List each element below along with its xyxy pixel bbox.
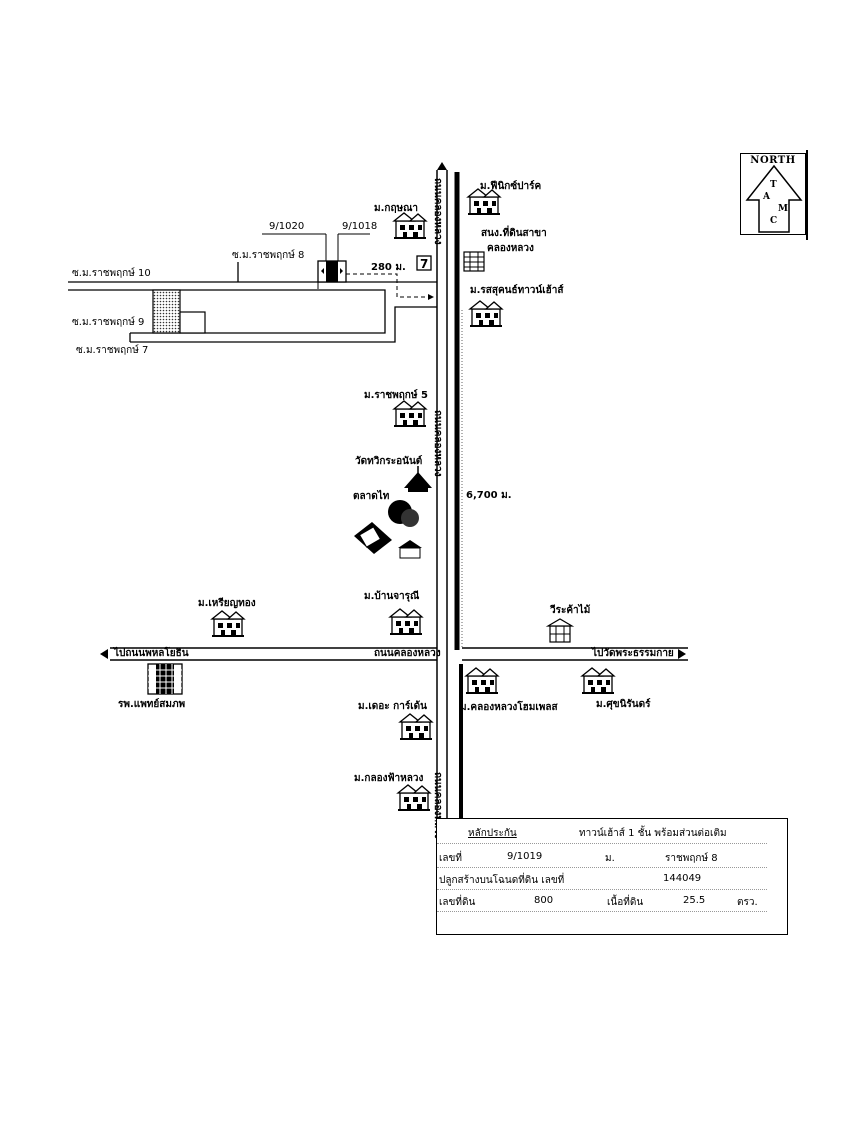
property-type: ทาวน์เฮ้าส์ 1 ชั้น พร้อมส่วนต่อเติม (579, 828, 727, 839)
house-icon (389, 608, 423, 635)
north-letter: A (763, 192, 770, 202)
shop-building-icon (545, 618, 575, 643)
village-value: ราชพฤกษ์ 8 (665, 853, 718, 864)
north-arrow-box: NORTH T A M C (740, 153, 806, 235)
label-land-office: สนง.ที่ดินสาขา (481, 228, 547, 239)
svg-text:7: 7 (420, 257, 428, 271)
label-market: ตลาดไท (353, 491, 390, 502)
market-icon (354, 500, 422, 559)
house-icon (397, 784, 431, 811)
road-north-arrow (437, 162, 447, 170)
house-icon (399, 713, 433, 740)
land-no-label: เลขที่ดิน (439, 897, 476, 908)
store-icon (416, 255, 432, 271)
north-letter: M (778, 204, 788, 214)
row-divider (437, 867, 767, 868)
row-divider (437, 843, 767, 844)
label-dist-6700: 6,700 ม. (466, 490, 512, 501)
east-arrow (678, 649, 686, 659)
office-building-icon (463, 251, 485, 272)
label-klong-home: ม.คลองหลวงโฮมเพลส (460, 702, 558, 713)
neighbor-lot (179, 311, 206, 334)
hospital-icon (147, 663, 183, 695)
label-to-wat-dhamma: ไปวัดพระธรรมกาย (592, 648, 674, 659)
label-road-mid: ถนนคลองหลวง (432, 410, 443, 477)
label-road-north: ถนนคลองหลวง (432, 178, 443, 245)
label-wood: วีระค้าไม้ (550, 605, 591, 616)
north-title: NORTH (750, 155, 796, 166)
soi7-road (130, 306, 430, 343)
west-arrow (100, 649, 108, 659)
house-icon (211, 610, 245, 637)
label-the-garden: ม.เดอะ การ์เด้น (358, 701, 427, 712)
house-icon (393, 212, 427, 239)
house-icon (393, 400, 427, 427)
label-road-cross: ถนนคลองหลวง (374, 648, 441, 659)
moo-label: ม. (605, 853, 615, 864)
house-icon (465, 667, 499, 694)
label-to-phahon: ไปถนนพหลโยธิน (114, 648, 189, 659)
house-no-value: 9/1019 (507, 851, 543, 862)
soi9-road (68, 289, 386, 334)
land-no-value: 800 (534, 895, 554, 906)
north-letter: C (770, 216, 778, 226)
house-no-label: เลขที่ (439, 853, 462, 864)
label-soi10: ซ.ม.ราชพฤกษ์ 10 (72, 268, 151, 279)
collateral-label: หลักประกัน (468, 828, 517, 839)
label-parcel-1018: 9/1018 (342, 221, 378, 232)
label-klongfa: ม.กลองฟ้าหลวง (354, 773, 424, 784)
area-label: เนื้อที่ดิน (607, 897, 644, 908)
label-soi7: ซ.ม.ราชพฤกษ์ 7 (76, 345, 149, 356)
label-suchanirin: ม.ศุขนิรันดร์ (596, 699, 651, 710)
label-rienthong: ม.เหรียญทอง (198, 598, 256, 609)
label-rachaphruek5: ม.ราชพฤกษ์ 5 (364, 390, 428, 401)
label-wat: วัดทวิกระอนันต์ (355, 456, 423, 467)
label-soi8: ซ.ม.ราชพฤกษ์ 8 (232, 250, 305, 261)
deed-value: 144049 (663, 873, 702, 884)
label-rot: ม.รสสุคนธ์ทาวน์เฮ้าส์ (470, 285, 564, 296)
label-banjaruni: ม.บ้านจารุณี (364, 591, 420, 602)
label-kritsana: ม.กฤษณา (374, 203, 418, 214)
neighbor-block (152, 289, 181, 334)
row-divider (437, 911, 767, 912)
temple-icon (404, 466, 432, 492)
area-value: 25.5 (683, 895, 706, 906)
row-divider (437, 889, 767, 890)
route-dashed (346, 273, 432, 298)
label-soi9: ซ.ม.ราชพฤกษ์ 9 (72, 317, 145, 328)
area-unit: ตรว. (737, 897, 758, 908)
label-land-office-2: คลองหลวง (487, 243, 534, 254)
house-icon (469, 300, 503, 327)
label-phinix: ม.ฟีนิกซ์ปาร์ค (480, 181, 542, 192)
deed-label: ปลูกสร้างบนโฉนดที่ดิน เลขที่ (439, 875, 565, 886)
north-arrow-icon (745, 164, 803, 233)
label-hospital: รพ.แพทย์สมภพ (118, 699, 186, 710)
house-icon (581, 667, 615, 694)
collateral-info-box: หลักประกัน ทาวน์เฮ้าส์ 1 ชั้น พร้อมส่วนต… (436, 818, 788, 935)
north-letter: T (770, 180, 777, 190)
label-dist-280: 280 ม. (371, 262, 406, 273)
label-parcel-1020: 9/1020 (269, 221, 305, 232)
